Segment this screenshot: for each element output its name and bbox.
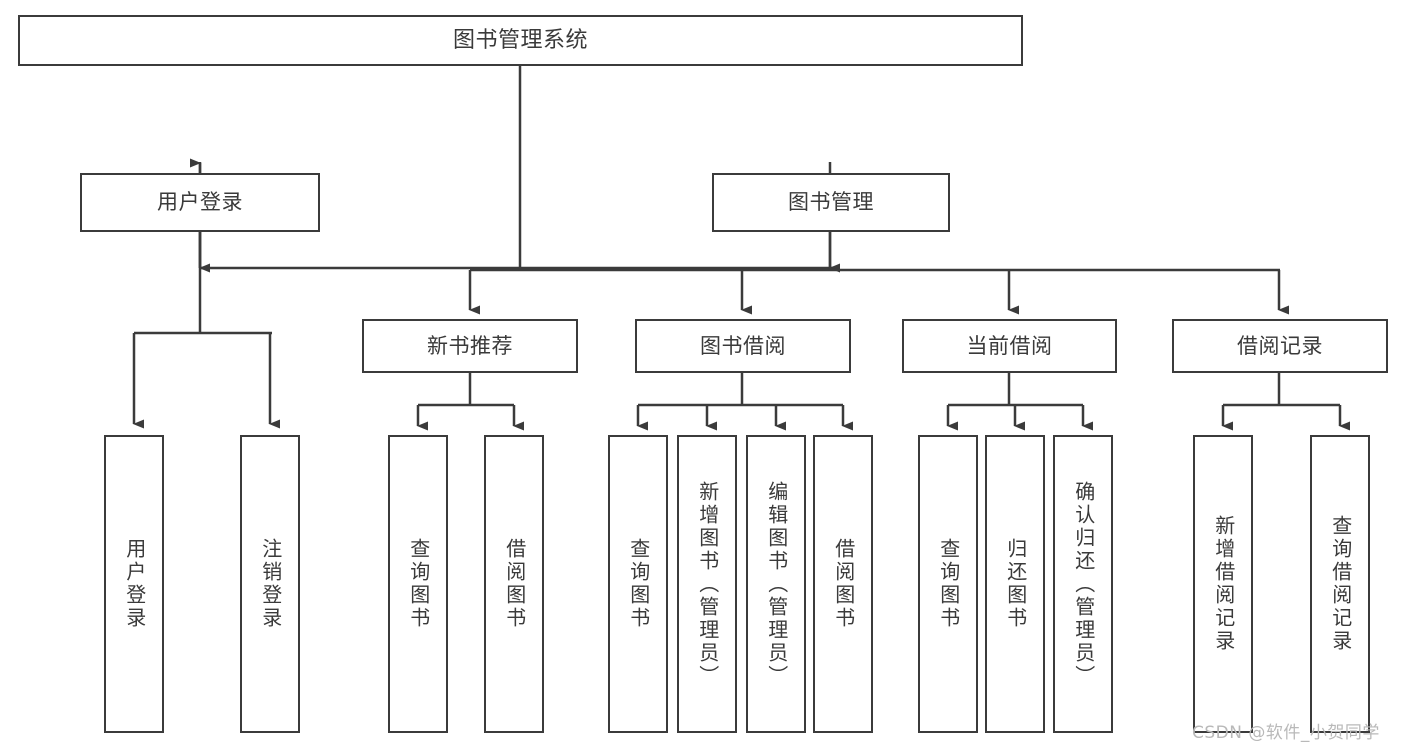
node-borrow-borrow-book[interactable]: 借阅图书 <box>813 435 873 733</box>
node-record-add-record-label: 新增借阅记录 <box>1211 515 1236 653</box>
node-borrow-query-book[interactable]: 查询图书 <box>608 435 668 733</box>
node-current-confirm-return-label: 确认归还（管理员） <box>1071 480 1096 688</box>
node-borrow-record[interactable]: 借阅记录 <box>1172 319 1388 373</box>
node-recommend-query-book-label: 查询图书 <box>406 538 431 630</box>
node-book-borrow[interactable]: 图书借阅 <box>635 319 851 373</box>
node-borrow-edit-book[interactable]: 编辑图书（管理员） <box>746 435 806 733</box>
connector-borrowrecord-to-leaves <box>1221 373 1350 431</box>
node-current-borrow[interactable]: 当前借阅 <box>902 319 1117 373</box>
node-user-login-label: 用户登录 <box>157 190 243 215</box>
connector-root-to-level2 <box>190 66 840 270</box>
node-user-login-login[interactable]: 用户登录 <box>104 435 164 733</box>
node-current-borrow-label: 当前借阅 <box>966 333 1053 358</box>
node-current-confirm-return[interactable]: 确认归还（管理员） <box>1053 435 1113 733</box>
node-new-book-recommend-label: 新书推荐 <box>427 333 513 358</box>
node-current-query-book-label: 查询图书 <box>936 538 961 630</box>
node-borrow-edit-book-label: 编辑图书（管理员） <box>764 480 789 688</box>
node-borrow-record-label: 借阅记录 <box>1237 333 1323 358</box>
node-root[interactable]: 图书管理系统 <box>18 15 1023 66</box>
node-book-manage-label: 图书管理 <box>788 190 874 215</box>
node-book-manage[interactable]: 图书管理 <box>712 173 950 232</box>
node-recommend-borrow-book[interactable]: 借阅图书 <box>484 435 544 733</box>
node-user-login[interactable]: 用户登录 <box>80 173 320 232</box>
node-user-login-logout-label: 注销登录 <box>258 538 283 630</box>
node-borrow-add-book[interactable]: 新增图书（管理员） <box>677 435 737 733</box>
node-borrow-add-book-label: 新增图书（管理员） <box>695 480 720 688</box>
node-current-return-book[interactable]: 归还图书 <box>985 435 1045 733</box>
connector-userlogin-to-leaves <box>132 232 280 429</box>
node-current-query-book[interactable]: 查询图书 <box>918 435 978 733</box>
node-record-add-record[interactable]: 新增借阅记录 <box>1193 435 1253 733</box>
node-user-login-logout[interactable]: 注销登录 <box>240 435 300 733</box>
node-book-borrow-label: 图书借阅 <box>700 333 786 358</box>
node-borrow-query-book-label: 查询图书 <box>626 538 651 630</box>
node-current-return-book-label: 归还图书 <box>1003 538 1028 630</box>
connector-bookmanage-to-level3 <box>468 232 1289 315</box>
connector-bookborrow-to-leaves <box>636 373 853 431</box>
node-recommend-query-book[interactable]: 查询图书 <box>388 435 448 733</box>
node-recommend-borrow-book-label: 借阅图书 <box>502 538 527 630</box>
node-record-query-record-label: 查询借阅记录 <box>1328 515 1353 653</box>
node-new-book-recommend[interactable]: 新书推荐 <box>362 319 578 373</box>
node-user-login-login-label: 用户登录 <box>122 538 147 630</box>
node-borrow-borrow-book-label: 借阅图书 <box>831 538 856 630</box>
connector-currentborrow-to-leaves <box>946 373 1093 431</box>
connector-newbook-to-leaves <box>416 373 524 431</box>
node-record-query-record[interactable]: 查询借阅记录 <box>1310 435 1370 733</box>
node-root-label: 图书管理系统 <box>452 27 588 53</box>
